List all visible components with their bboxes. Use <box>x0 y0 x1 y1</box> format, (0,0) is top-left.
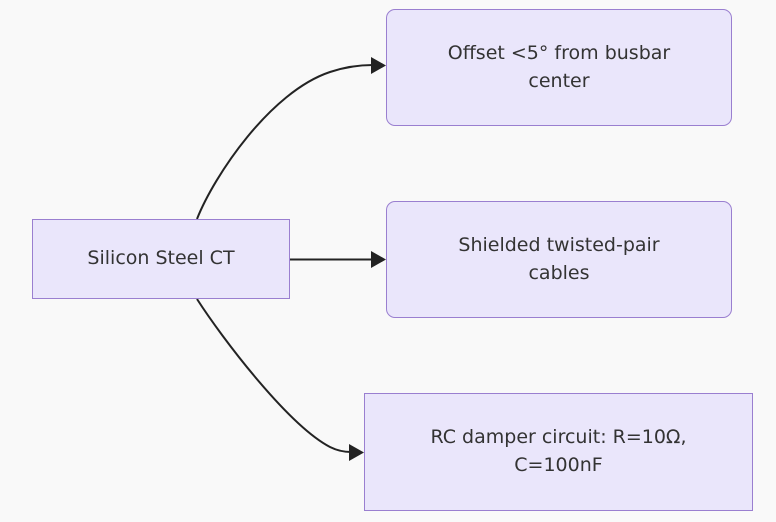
node-rc-damper[interactable]: RC damper circuit: R=10Ω, C=100nF <box>364 393 753 511</box>
node-silicon-steel-ct-label: Silicon Steel CT <box>87 247 235 270</box>
node-shielded-cables-label: Shielded twisted-pair cables <box>458 233 660 284</box>
node-rc-damper-label: RC damper circuit: R=10Ω, C=100nF <box>430 426 687 476</box>
node-offset-busbar-label: Offset <5° from busbar center <box>447 41 671 92</box>
arrow-head-offset <box>371 57 386 74</box>
edge-source-to-offset[interactable] <box>196 57 386 220</box>
node-silicon-steel-ct[interactable]: Silicon Steel CT <box>32 219 290 299</box>
node-shielded-cables[interactable]: Shielded twisted-pair cables <box>386 201 732 318</box>
arrow-head-damper <box>349 444 364 461</box>
node-offset-busbar[interactable]: Offset <5° from busbar center <box>386 9 732 126</box>
edge-source-to-damper[interactable] <box>196 298 364 461</box>
arrow-head-cables <box>371 251 386 268</box>
edge-source-to-cables[interactable] <box>290 251 386 268</box>
